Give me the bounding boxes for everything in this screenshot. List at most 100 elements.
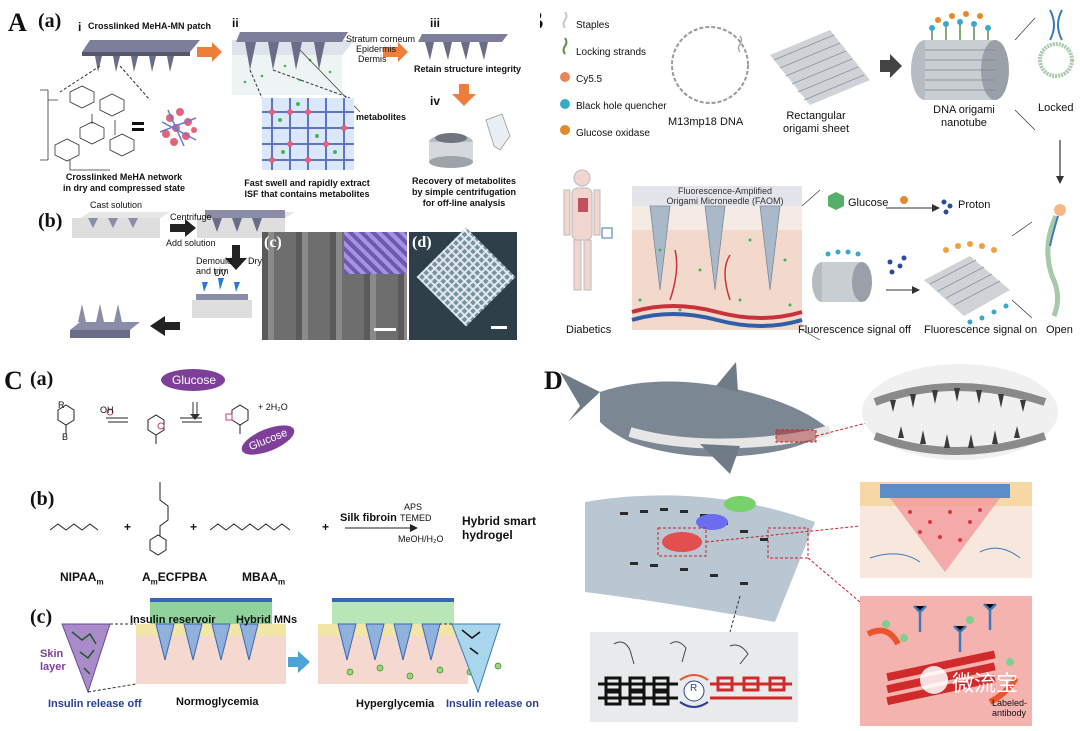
plus-1: +: [124, 520, 132, 534]
panel-a-sub-c: (c): [264, 234, 282, 251]
ecfpba-rest: ECFPBA: [157, 570, 208, 584]
plus-2: +: [190, 520, 198, 534]
panel-a-letter: A: [8, 8, 27, 37]
legend-locking: Locking strands: [576, 47, 647, 58]
uv-label: UV: [214, 268, 227, 278]
r-circle-label: R: [690, 683, 698, 694]
mbaa-sub: m: [278, 577, 286, 587]
ecfpba-label: AmECFPBA: [142, 570, 207, 586]
normo-label: Normoglycemia: [176, 696, 259, 708]
plus-3: +: [322, 520, 330, 534]
mbaa-main: MBAA: [242, 570, 278, 584]
legend-gox: Glucose oxidase: [576, 128, 650, 139]
recovery-caption-2: for off-line analysis: [422, 198, 506, 208]
sheet-label-0: Rectangular: [786, 110, 846, 122]
skin-layer-2: Dermis: [358, 54, 387, 64]
insulin-reservoir-label: Insulin reservoir: [130, 614, 216, 626]
sheet-label-1: origami sheet: [782, 123, 850, 135]
skin-layer-0: Stratum corneum: [346, 34, 416, 44]
network-caption: Crosslinked MeHA network in dry and comp…: [44, 172, 204, 194]
panel-d-graphics: [560, 362, 1058, 726]
demould-1: and trim: [196, 266, 229, 276]
legend-bhq: Black hole quencher: [576, 101, 667, 112]
panel-c-graphics: [49, 369, 502, 694]
step-iii: iii: [430, 16, 441, 30]
skin-layer-label-0: Skin: [40, 648, 64, 660]
panel-c-sub-c: (c): [30, 606, 53, 628]
locked-label: Locked: [1038, 102, 1074, 114]
product-label: Hybrid smart hydrogel: [462, 514, 536, 542]
hybrid-mns-label: Hybrid MNs: [236, 614, 298, 626]
faom-label-0: Fluorescence-Amplified: [677, 186, 773, 196]
step-ii: ii: [232, 16, 239, 30]
centrifuge-label: Centrifuge: [170, 212, 212, 222]
panel-a-graphics: [40, 32, 511, 338]
recovery-caption: Recovery of metabolites by simple centri…: [404, 176, 524, 209]
labeled-antibody: Labeled- antibody: [992, 698, 1027, 718]
swell-caption-1: ISF that contains metabolites: [244, 189, 370, 199]
nipaam-label: NIPAAm: [60, 570, 104, 586]
tube-label-0: DNA origami: [933, 104, 995, 116]
watermark: 微流宝: [952, 672, 1019, 697]
product-label-1: hydrogel: [462, 528, 513, 542]
ecfpba-m: m: [150, 577, 158, 587]
panel-b-letter: B: [540, 6, 543, 36]
network-caption-0: Crosslinked MeHA network: [65, 172, 183, 182]
sem-inset: [344, 232, 407, 274]
panel-a-sub-b: (b): [38, 210, 63, 232]
demould-label: Demould and trim: [196, 256, 232, 276]
panel-a-sub-a: (a): [38, 10, 62, 32]
panel-c-letter: C: [4, 366, 23, 395]
panel-d-letter: D: [544, 366, 563, 395]
product-label-0: Hybrid smart: [462, 514, 537, 528]
ecfpba-a: A: [142, 570, 151, 584]
panel-c: C (a) Glucose OH + 2H₂O R B Glucose (b) …: [0, 362, 540, 731]
tube-label-1: nanotube: [941, 117, 987, 129]
step-i: i: [78, 20, 82, 34]
panel-b-graphics: [560, 9, 1074, 341]
scale-bar: [374, 328, 396, 331]
legend-cy55: Cy5.5: [576, 74, 603, 85]
panel-c-sub-b: (b): [30, 488, 55, 510]
mbaa-label: MBAAm: [242, 570, 285, 586]
photo-d: [409, 227, 517, 340]
metabolites-label: metabolites: [356, 112, 407, 122]
r-label: R: [58, 400, 65, 410]
open-label: Open: [1046, 324, 1073, 336]
panel-a: A (a) i Crosslinked MeHA-MN patch ii Str…: [0, 0, 540, 360]
legend: Staples Locking strands Cy5.5 Black hole…: [576, 12, 667, 147]
signal-off-label: Fluorescence signal off: [798, 324, 911, 336]
retain-caption: Retain structure integrity: [414, 64, 522, 74]
silk-label: Silk fibroin: [340, 512, 397, 524]
dry-label: Dry: [248, 256, 262, 266]
legend-staples: Staples: [576, 20, 610, 31]
temed-label: TEMED: [400, 513, 432, 523]
scale-bar-d: [491, 326, 507, 329]
tube-label: DNA origami nanotube: [914, 104, 1014, 130]
panel-a-sub-d: (d): [412, 234, 432, 251]
nipaam-main: NIPAA: [60, 570, 97, 584]
oh-label: OH: [100, 405, 114, 415]
panel-d: D R 微流宝 Labeled- antibody: [540, 362, 1080, 731]
faom-label: Fluorescence-Amplified Origami Microneed…: [660, 186, 790, 206]
water-label: + 2H₂O: [258, 402, 288, 412]
hyper-label: Hyperglycemia: [356, 698, 435, 710]
cast-solution: Cast solution: [90, 200, 143, 210]
step-iv: iv: [430, 94, 441, 108]
demould-0: Demould: [196, 256, 233, 266]
sem-image-c: [262, 232, 407, 340]
add-solution: Add solution: [166, 238, 216, 248]
nipaam-sub: m: [96, 577, 104, 587]
signal-on-label: Fluorescence signal on: [924, 324, 1038, 336]
labeled-antibody-1: antibody: [992, 708, 1027, 718]
aps-label: APS: [404, 502, 423, 512]
glucose-label: Glucose: [848, 197, 889, 209]
sheet-label: Rectangular origami sheet: [766, 110, 866, 136]
proton-label: Proton: [958, 199, 991, 211]
release-on-label: Insulin release on: [446, 698, 539, 710]
b-label: B: [62, 432, 69, 442]
glucose-pill-label: Glucose: [172, 373, 217, 387]
solvent-label: MeOH/H₂O: [398, 534, 444, 544]
m13-label: M13mp18 DNA: [668, 116, 744, 128]
panel-b: B Staples Locking strands Cy5.5 Black ho…: [540, 0, 1080, 360]
